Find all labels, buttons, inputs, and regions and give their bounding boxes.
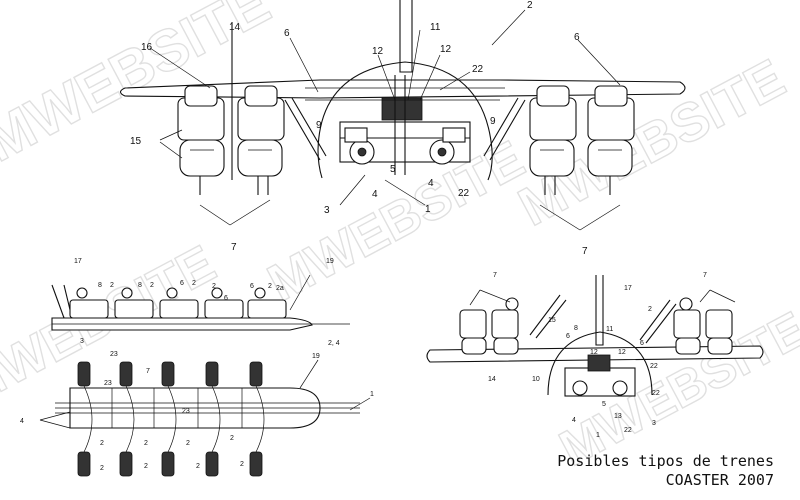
front-view-large: 16 14 6 12 11 12 2 6 22 15 9 9 5 4 4 22 … — [119, 0, 686, 257]
seat-number: 6 — [224, 295, 228, 302]
right-seat-group — [529, 85, 635, 195]
label-22: 22 — [458, 188, 470, 199]
label-16: 16 — [141, 42, 153, 53]
plan-view-train: 19 23 23 4 1 7 2 2 2 2 2 2 2 2 — [20, 353, 374, 477]
label-4: 4 — [572, 417, 576, 424]
plan-seats-bottom — [77, 451, 263, 477]
label-6: 6 — [574, 32, 580, 43]
label-23: 23 — [110, 351, 118, 358]
label-12: 12 — [440, 44, 452, 55]
label-15: 15 — [548, 317, 556, 324]
small-right-seats — [673, 297, 733, 355]
label-11: 11 — [606, 326, 613, 333]
label-1: 1 — [425, 204, 431, 215]
label-7: 7 — [231, 242, 237, 253]
label-6: 6 — [566, 333, 570, 340]
plan-seats-top — [77, 361, 263, 387]
label-2: 2 — [100, 465, 104, 472]
label-23: 23 — [104, 380, 112, 387]
label-1: 1 — [596, 432, 600, 439]
label-4: 4 — [20, 418, 24, 425]
label-3: 3 — [652, 420, 656, 427]
label-19: 19 — [326, 258, 334, 265]
label-9: 9 — [490, 116, 496, 127]
seat-number: 6 — [180, 280, 184, 287]
label-12: 12 — [372, 46, 384, 57]
label-10: 10 — [532, 376, 540, 383]
label-13: 13 — [614, 413, 622, 420]
caption-line-1: Posibles tipos de trenes — [557, 452, 774, 470]
label-15: 15 — [130, 136, 142, 147]
label-6: 6 — [284, 28, 290, 39]
label-7: 7 — [703, 272, 707, 279]
label-3: 3 — [324, 205, 330, 216]
label-2: 2 — [186, 440, 190, 447]
seat-number: 2 — [192, 280, 196, 287]
seat-number: 8 — [138, 282, 142, 289]
label-7: 7 — [582, 246, 588, 257]
seat-number: 2 — [212, 283, 216, 290]
label-23: 23 — [182, 408, 190, 415]
seat-number: 6 — [250, 283, 254, 290]
label-6: 6 — [640, 340, 644, 347]
label-9: 9 — [316, 120, 322, 131]
label-22: 22 — [652, 390, 660, 397]
seat-number: 2a — [276, 285, 284, 292]
seat-number: 2 — [150, 282, 154, 289]
label-5: 5 — [602, 401, 606, 408]
label-5: 5 — [390, 164, 396, 175]
front-view-small: 7 17 7 15 2 8 11 6 12 12 6 14 10 22 22 5… — [426, 272, 764, 439]
small-left-seats — [459, 297, 519, 355]
label-2: 2 — [648, 306, 652, 313]
label-11: 11 — [430, 22, 441, 33]
label-1: 1 — [370, 391, 374, 398]
label-2: 2 — [196, 463, 200, 470]
side-seat-row — [69, 287, 287, 319]
label-2: 2 — [100, 440, 104, 447]
label-22: 22 — [472, 64, 484, 75]
label-19: 19 — [312, 353, 320, 360]
label-2-4: 2, 4 — [328, 340, 340, 347]
caption-line-2: COASTER 2007 — [665, 471, 774, 489]
left-seat-group — [177, 22, 285, 195]
label-17: 17 — [624, 285, 632, 292]
label-8: 8 — [574, 325, 578, 332]
side-view-train: 17 19 3 23 2, 4 8 2 8 2 6 2 6 2 6 2 2a — [51, 258, 350, 358]
label-22: 22 — [650, 363, 658, 370]
label-7: 7 — [493, 272, 497, 279]
label-2: 2 — [527, 0, 533, 11]
label-12: 12 — [618, 349, 626, 356]
label-14: 14 — [229, 22, 241, 33]
label-2: 2 — [144, 463, 148, 470]
label-3: 3 — [80, 338, 84, 345]
label-2: 2 — [240, 461, 244, 468]
seat-number: 8 — [98, 282, 102, 289]
label-4: 4 — [428, 178, 434, 189]
label-17: 17 — [74, 258, 82, 265]
label-2: 2 — [144, 440, 148, 447]
label-7: 7 — [146, 368, 150, 375]
label-2: 2 — [230, 435, 234, 442]
label-14: 14 — [488, 376, 496, 383]
label-4: 4 — [372, 189, 378, 200]
seat-number: 2 — [110, 282, 114, 289]
seat-number: 2 — [268, 283, 272, 290]
label-22: 22 — [624, 427, 632, 434]
label-12: 12 — [590, 349, 598, 356]
